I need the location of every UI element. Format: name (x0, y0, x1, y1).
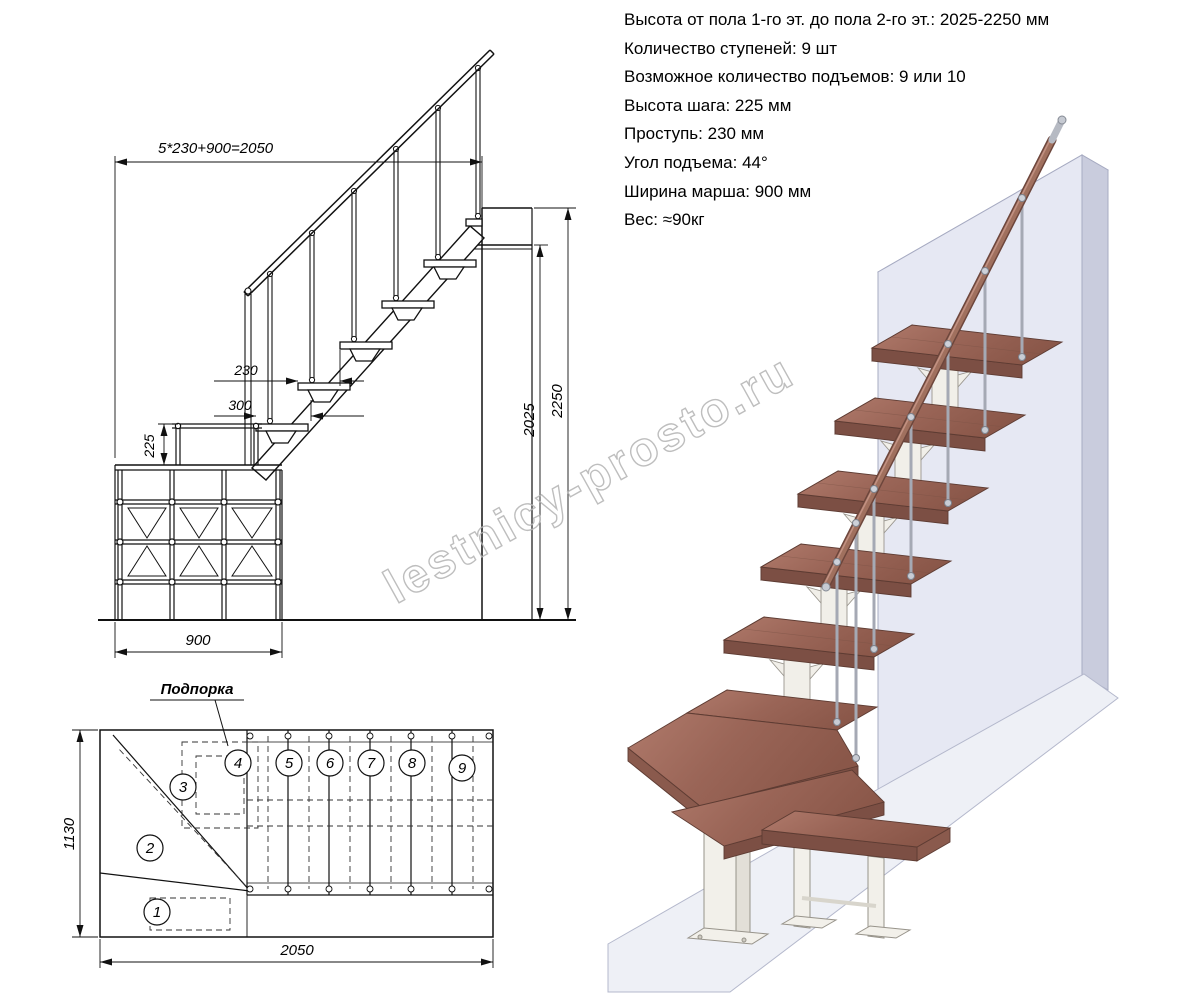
spec-line-step-height: Высота шага: 225 мм (624, 95, 792, 115)
elevation-dimensions (114, 156, 576, 658)
wall-3d (876, 154, 1110, 793)
dim-total-run: 5*230+900=2050 (158, 140, 274, 157)
plan-view: 1 2 3 4 5 6 7 8 9 Подпорка (61, 681, 494, 968)
spec-line-weight: Вес: ≈90кг (624, 210, 705, 230)
plan-baluster-circles (246, 732, 493, 893)
dim-2025: 2025 (521, 403, 538, 438)
step-number: 2 (145, 840, 155, 857)
plan-dimensions (72, 729, 494, 968)
step-number: 1 (153, 904, 161, 921)
step-number: 4 (234, 755, 242, 772)
dim-900: 900 (185, 632, 211, 649)
baluster-joints-elevation (266, 64, 482, 425)
dim-225: 225 (141, 434, 157, 459)
dim-2050: 2050 (279, 942, 314, 959)
newel-post (244, 287, 252, 465)
spec-line-rises: Возможное количество подъемов: 9 или 10 (624, 67, 966, 87)
step-number: 3 (179, 779, 188, 796)
spec-line-tread: Проступь: 230 мм (624, 124, 765, 144)
watermark: lestnicy-prosto.ru (376, 345, 804, 614)
spec-line-angle: Угол подъема: 44° (624, 152, 768, 172)
step-number: 6 (326, 755, 335, 772)
baluster-joints-3d (833, 194, 1026, 566)
step-number: 5 (285, 755, 294, 772)
step-number: 9 (458, 760, 467, 777)
support-label: Подпорка (161, 681, 234, 698)
dim-1130: 1130 (61, 817, 78, 850)
step-number: 7 (367, 755, 376, 772)
spec-line-height: Высота от пола 1-го эт. до пола 2-го эт.… (624, 10, 1050, 29)
render-3d (607, 115, 1119, 993)
dim-230: 230 (233, 362, 258, 378)
support-callout: Подпорка (150, 681, 244, 747)
handrail-3d (821, 115, 1067, 592)
balusters-3d (835, 200, 1024, 762)
balusters-elevation (267, 66, 481, 419)
dim-2250: 2250 (549, 384, 566, 419)
step-number: 8 (408, 755, 417, 772)
baluster-feet-3d (833, 353, 1026, 762)
handrail-elevation (243, 49, 495, 297)
spec-list: Высота от пола 1-го эт. до пола 2-го эт.… (624, 6, 1184, 235)
spec-line-width: Ширина марша: 900 мм (624, 181, 812, 201)
spec-line-steps: Количество ступеней: 9 шт (624, 38, 838, 58)
plan-step-numbers: 1 2 3 4 5 6 7 8 9 (136, 749, 476, 926)
dim-300: 300 (228, 397, 252, 413)
handrail-cap (1048, 118, 1065, 144)
platform-elevation (114, 422, 283, 620)
elevation-view: 5*230+900=2050 2250 2025 900 230 300 225 (98, 49, 576, 658)
